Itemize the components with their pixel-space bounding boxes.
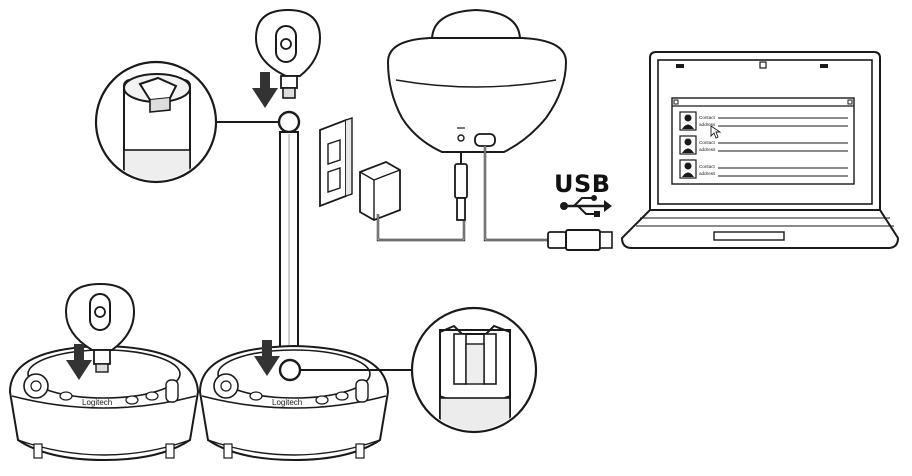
brand-logo: Logitech <box>82 398 112 407</box>
arrow-down-icon <box>254 340 280 376</box>
power-adapter <box>359 161 466 242</box>
pole-top-callout <box>94 60 278 184</box>
cursor-icon <box>710 125 722 139</box>
contact-list: Contact address Contact address Contact … <box>679 111 848 179</box>
usb-cable <box>483 146 613 251</box>
arrow-down-icon <box>66 344 92 380</box>
extension-pole <box>277 110 301 361</box>
base-connector-callout <box>300 306 538 434</box>
camera-head-top <box>254 8 322 99</box>
pole-connector-zoom <box>123 73 191 180</box>
camera-on-base-left: Logitech <box>8 282 200 462</box>
laptop <box>620 51 900 249</box>
contact-name: Contact <box>699 164 716 169</box>
list-item: Contact address <box>679 159 848 179</box>
speakerphone-hub <box>386 8 568 153</box>
avatar <box>684 138 692 146</box>
avatar <box>684 162 692 170</box>
contact-detail: address <box>699 171 716 176</box>
list-item: Contact address <box>679 135 848 155</box>
pole-socket-zoom <box>439 324 511 430</box>
avatar <box>684 114 692 122</box>
power-plug <box>454 152 468 221</box>
arrow-down-icon <box>252 72 278 108</box>
contact-name: Contact <box>699 140 716 145</box>
contact-name: Contact <box>699 115 716 120</box>
usb-label: USB <box>554 170 611 198</box>
contact-detail: address <box>699 122 716 127</box>
base-with-pole: Logitech <box>198 344 390 462</box>
list-item: Contact address <box>679 111 848 131</box>
brand-logo: Logitech <box>272 398 302 407</box>
contact-detail: address <box>699 147 716 152</box>
wall-outlet <box>319 117 353 208</box>
usb-icon <box>560 195 612 217</box>
